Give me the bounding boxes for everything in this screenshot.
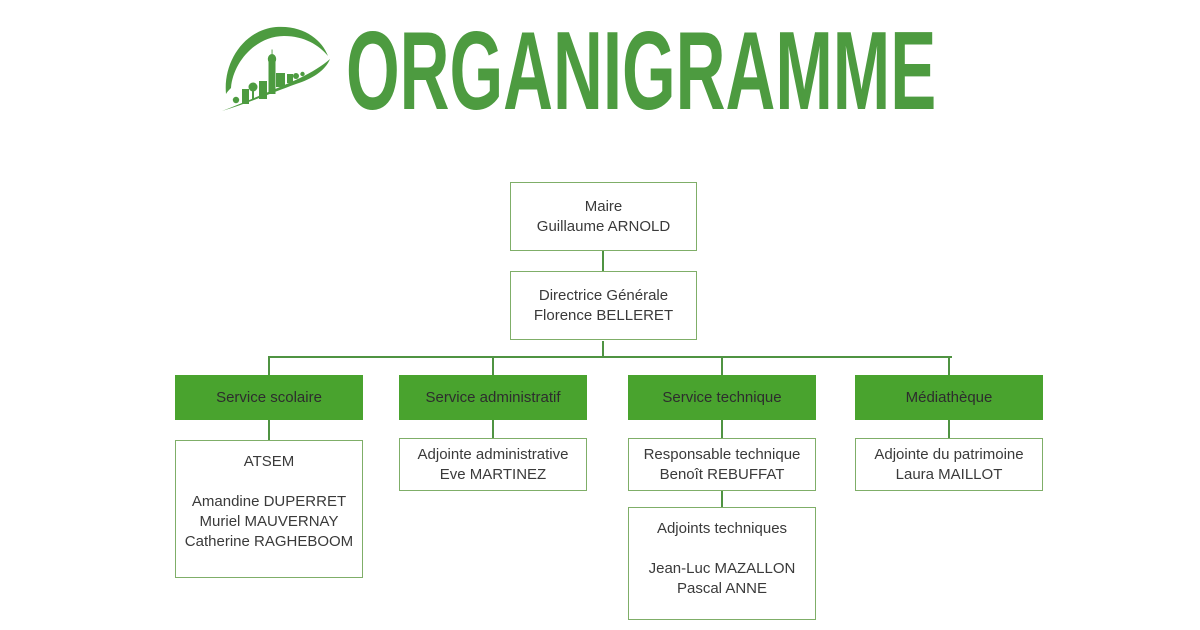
connector-technique-responsable — [721, 420, 723, 438]
staff-name: Pascal ANNE — [676, 580, 768, 597]
staff-role: Adjointe administrative — [417, 445, 569, 463]
responsable-technique-box: Responsable technique Benoît REBUFFAT — [628, 438, 816, 491]
directrice-box: Directrice Générale Florence BELLERET — [510, 271, 697, 340]
page-title: ORGANIGRAMME — [346, 8, 937, 134]
connector-main-horizontal — [268, 356, 952, 358]
connector-drop-mediatheque — [948, 356, 950, 375]
staff-name: Benoît REBUFFAT — [659, 465, 785, 483]
directrice-name: Florence BELLERET — [533, 306, 674, 324]
staff-role: Responsable technique — [643, 445, 801, 463]
staff-name: Catherine RAGHEBOOM — [184, 533, 354, 550]
dept-header-service-administratif: Service administratif — [399, 375, 587, 420]
maire-box: Maire Guillaume ARNOLD — [510, 182, 697, 251]
staff-name: Laura MAILLOT — [895, 465, 1003, 483]
directrice-role: Directrice Générale — [538, 286, 669, 304]
spacer — [176, 472, 362, 492]
spacer — [629, 539, 815, 559]
connector-drop-technique — [721, 356, 723, 375]
dept-header-service-technique: Service technique — [628, 375, 816, 420]
staff-role: Adjointe du patrimoine — [874, 445, 1024, 463]
adjointe-administrative-box: Adjointe administrative Eve MARTINEZ — [399, 438, 587, 491]
dept-label: Médiathèque — [905, 389, 993, 406]
adjoints-techniques-box: Adjoints techniques Jean-Luc MAZALLON Pa… — [628, 507, 816, 620]
dept-label: Service scolaire — [216, 389, 322, 406]
staff-name: Muriel MAUVERNAY — [199, 513, 339, 530]
connector-drop-scolaire — [268, 356, 270, 375]
connector-responsable-adjoints — [721, 490, 723, 507]
adjointe-patrimoine-box: Adjointe du patrimoine Laura MAILLOT — [855, 438, 1043, 491]
connector-directrice-stub — [602, 341, 604, 357]
connector-maire-directrice — [602, 251, 604, 271]
atsem-title: ATSEM — [243, 453, 295, 470]
atsem-box: ATSEM Amandine DUPERRET Muriel MAUVERNAY… — [175, 440, 363, 578]
dept-header-service-scolaire: Service scolaire — [175, 375, 363, 420]
staff-name: Amandine DUPERRET — [191, 493, 347, 510]
connector-mediatheque-adjointe — [948, 420, 950, 438]
connector-scolaire-atsem — [268, 420, 270, 440]
dept-label: Service administratif — [425, 389, 561, 406]
connector-drop-administratif — [492, 356, 494, 375]
dept-label: Service technique — [662, 389, 782, 406]
adjoints-title: Adjoints techniques — [656, 520, 788, 537]
connector-administratif-adjointe — [492, 420, 494, 438]
village-crescent-logo-icon — [222, 26, 330, 111]
dept-header-mediatheque: Médiathèque — [855, 375, 1043, 420]
maire-name: Guillaume ARNOLD — [536, 217, 671, 235]
staff-name: Jean-Luc MAZALLON — [648, 560, 796, 577]
maire-role: Maire — [584, 197, 623, 215]
staff-name: Eve MARTINEZ — [439, 465, 547, 483]
